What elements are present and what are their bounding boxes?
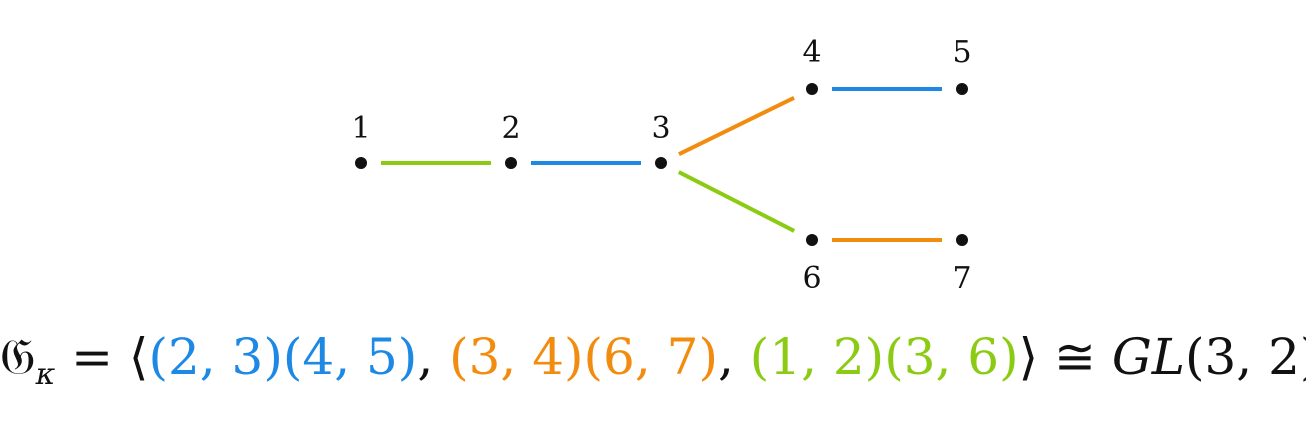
- node-label-6: 6: [802, 261, 821, 296]
- node-label-5: 5: [952, 35, 971, 70]
- node-2: [505, 157, 517, 169]
- formula-equals: = ⟨: [55, 328, 149, 386]
- node-4: [806, 83, 818, 95]
- node-label-1: 1: [351, 111, 370, 146]
- node-1: [355, 157, 367, 169]
- node-6: [806, 234, 818, 246]
- formula-symbol: 𝔊: [0, 328, 36, 386]
- edge-3-4: [678, 96, 795, 156]
- generator-2: (3, 4)(6, 7): [449, 328, 718, 386]
- node-5: [956, 83, 968, 95]
- node-label-3: 3: [651, 111, 670, 146]
- formula-separator-1: ,: [417, 328, 450, 386]
- node-label-7: 7: [952, 261, 971, 296]
- generator-3: (1, 2)(3, 6): [749, 328, 1019, 386]
- graph-svg: 1 2 3 4 5 6 7: [351, 35, 971, 296]
- formula-subscript: κ: [35, 357, 56, 392]
- group-formula: 𝔊κ = ⟨(2, 3)(4, 5), (3, 4)(6, 7), (1, 2)…: [0, 322, 1306, 410]
- formula-closing: ⟩ ≅: [1018, 328, 1112, 386]
- node-label-4: 4: [802, 35, 821, 70]
- node-7: [956, 234, 968, 246]
- generator-1: (2, 3)(4, 5): [148, 328, 418, 386]
- node-3: [655, 157, 667, 169]
- formula-separator-2: ,: [717, 328, 750, 386]
- group-name: GL: [1111, 328, 1185, 386]
- group-args: (3, 2): [1184, 328, 1306, 386]
- edge-3-6: [677, 170, 796, 233]
- node-label-2: 2: [501, 111, 520, 146]
